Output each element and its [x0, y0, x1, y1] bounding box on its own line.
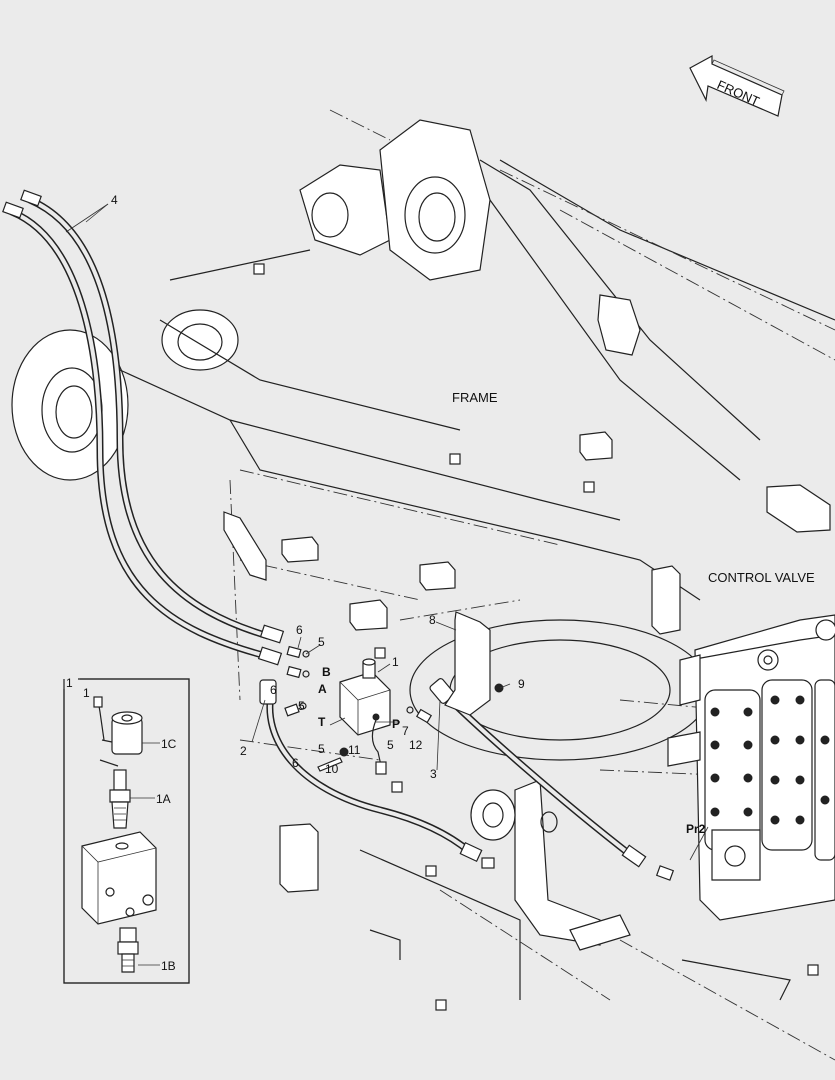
port-b: B: [322, 665, 331, 679]
front-arrow-icon: FRONT: [689, 54, 785, 117]
frame-label: FRAME: [452, 390, 498, 405]
hose-2: [259, 679, 495, 869]
callout-5b: 5: [298, 699, 305, 713]
inset-callout-1: 1: [83, 686, 90, 700]
callout-1: 1: [392, 655, 399, 669]
callout-7: 7: [402, 724, 409, 738]
callout-8: 8: [429, 613, 436, 627]
fittings: [284, 645, 433, 772]
hose-pair-4: [2, 189, 285, 666]
callout-2: 2: [240, 744, 247, 758]
bracket-8: [444, 611, 504, 716]
callout-5d: 5: [387, 738, 394, 752]
callout-5c: 5: [318, 742, 325, 756]
callout-10: 10: [325, 762, 339, 776]
control-valve-block: [667, 614, 835, 921]
callout-4: 4: [111, 193, 118, 207]
inset-title: 1: [66, 676, 73, 690]
callout-9: 9: [518, 677, 525, 691]
callout-6b: 6: [270, 683, 277, 697]
valve-bolts: [710, 695, 830, 825]
port-a: A: [318, 682, 327, 696]
port-pr2: Pr2: [686, 822, 706, 836]
callout-6c: 6: [292, 756, 299, 770]
port-p: P: [392, 717, 400, 731]
callout-11: 11: [348, 743, 361, 757]
callout-3: 3: [430, 767, 437, 781]
solenoid-valve-1: [339, 658, 391, 775]
leader-lines: [65, 203, 709, 861]
inset-callout-1a: 1A: [156, 792, 171, 806]
callout-6a: 6: [296, 623, 303, 637]
inset-callout-1b: 1B: [161, 959, 176, 973]
port-t: T: [318, 715, 326, 729]
inset-detail-box: [60, 675, 190, 984]
labels: FRAME CONTROL VALVE 4 6 5 1 B A 6 5 8 9 …: [66, 193, 815, 973]
callout-12: 12: [409, 738, 423, 752]
callout-5a: 5: [318, 635, 325, 649]
inset-callout-1c: 1C: [161, 737, 177, 751]
control-valve-label: CONTROL VALVE: [708, 570, 815, 585]
